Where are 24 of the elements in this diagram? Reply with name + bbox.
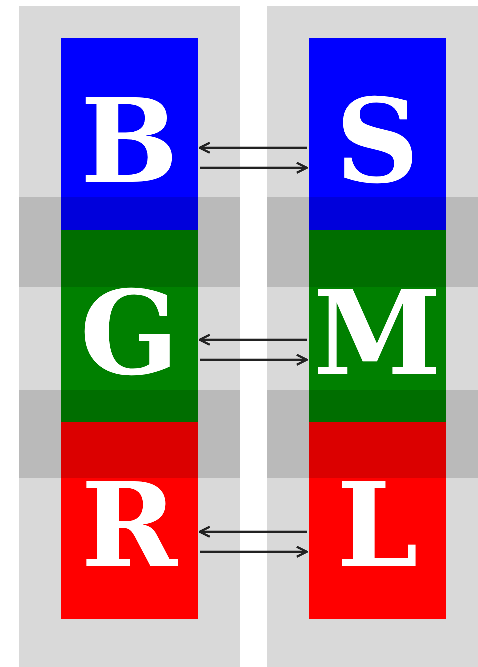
letter-label: M	[313, 276, 442, 392]
color-block	[309, 38, 446, 230]
panel-background	[19, 6, 240, 667]
letter-label: B	[80, 84, 179, 200]
color-block	[309, 422, 446, 619]
arrow	[200, 354, 308, 366]
color-block	[61, 38, 198, 230]
shaded-band	[19, 390, 240, 478]
arrow	[200, 162, 308, 174]
letter-label: L	[336, 468, 418, 584]
letter-label: R	[81, 468, 178, 584]
letter-label: S	[336, 84, 420, 200]
color-block	[61, 230, 198, 422]
shaded-band	[267, 197, 478, 287]
color-block	[61, 422, 198, 619]
letter-label: G	[80, 276, 180, 392]
shaded-band	[19, 197, 240, 287]
color-block	[309, 230, 446, 422]
arrow	[198, 334, 307, 346]
arrow	[198, 142, 307, 154]
shaded-band	[267, 390, 478, 478]
arrow	[200, 546, 308, 558]
arrow	[198, 526, 307, 538]
panel-background	[267, 6, 478, 667]
